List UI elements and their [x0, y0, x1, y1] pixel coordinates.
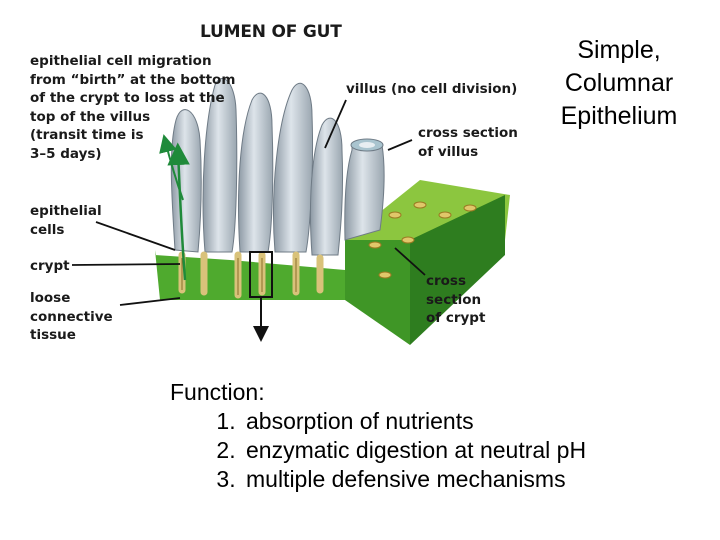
migration-label: epithelial cell migration from “birth” a…	[30, 53, 236, 162]
epithelial-cells-label: epithelial cells	[30, 203, 102, 238]
connective-tissue-label: loose connective tissue	[30, 290, 113, 344]
function-list: Function: absorption of nutrients enzyma…	[170, 378, 586, 494]
villus-cross-section-label: cross section of villus	[418, 125, 518, 160]
villus-label: villus (no cell division)	[346, 81, 518, 97]
villi	[170, 78, 385, 256]
slide-title: Simple, Columnar Epithelium	[560, 36, 678, 130]
tissue-dark-side	[410, 195, 505, 345]
function-items: absorption of nutrients enzymatic digest…	[170, 407, 586, 494]
function-item: enzymatic digestion at neutral pH	[242, 436, 586, 465]
function-item: absorption of nutrients	[242, 407, 586, 436]
migration-arrow-branch	[159, 134, 184, 201]
leader-lines	[71, 99, 426, 306]
crypt-cells	[181, 258, 297, 295]
crypt-cross-sections	[368, 201, 477, 279]
crypt-label: crypt	[30, 258, 70, 274]
function-item: multiple defensive mechanisms	[242, 465, 586, 494]
function-heading: Function:	[170, 379, 265, 405]
crypt-cross-section-label: cross section of crypt	[426, 273, 486, 327]
tissue-front-face	[345, 240, 410, 345]
migration-arrow	[167, 142, 190, 281]
lumen-label: LUMEN OF GUT	[200, 22, 342, 42]
